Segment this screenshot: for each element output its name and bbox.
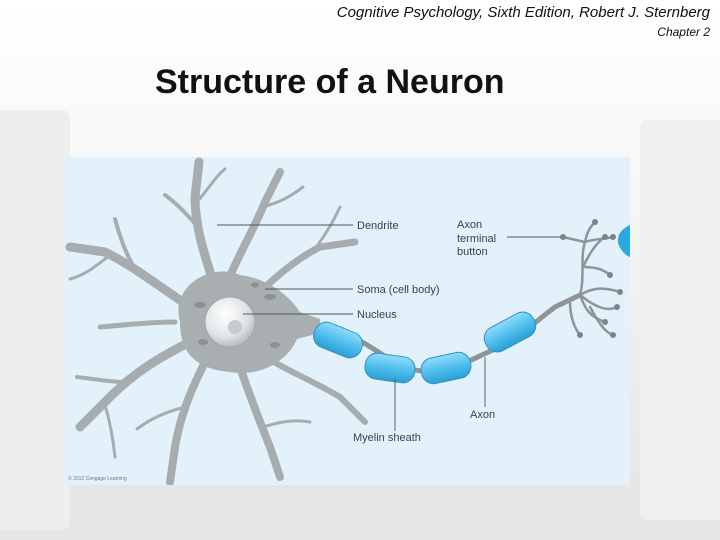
- nucleus: [204, 296, 256, 348]
- label-dendrite: Dendrite: [357, 220, 399, 232]
- copyright-credit: © 2012 Cengage Learning: [68, 476, 127, 482]
- terminal-buttons: [560, 219, 623, 338]
- slide-title: Structure of a Neuron: [155, 63, 505, 101]
- next-neuron-dendrite: [617, 225, 630, 257]
- neuron-figure: Dendrite Soma (cell body) Nucleus Myelin…: [65, 157, 630, 485]
- label-myelin-sheath: Myelin sheath: [353, 432, 421, 444]
- label-axon-terminal-line2: terminal: [457, 233, 496, 245]
- dendrites: [65, 157, 368, 485]
- neuron-diagram: Dendrite Soma (cell body) Nucleus Myelin…: [65, 157, 630, 485]
- leader-lines: [217, 224, 561, 431]
- label-axon-terminal-line3: button: [457, 246, 488, 258]
- chapter-label: Chapter 2: [657, 25, 710, 39]
- label-axon: Axon: [470, 409, 495, 421]
- label-axon-terminal-line1: Axon: [457, 219, 482, 231]
- label-soma: Soma (cell body): [357, 284, 440, 296]
- book-title: Cognitive Psychology, Sixth Edition, Rob…: [336, 4, 710, 21]
- label-nucleus: Nucleus: [357, 309, 397, 321]
- myelin-sheaths: [313, 311, 537, 385]
- organelles: [194, 282, 280, 348]
